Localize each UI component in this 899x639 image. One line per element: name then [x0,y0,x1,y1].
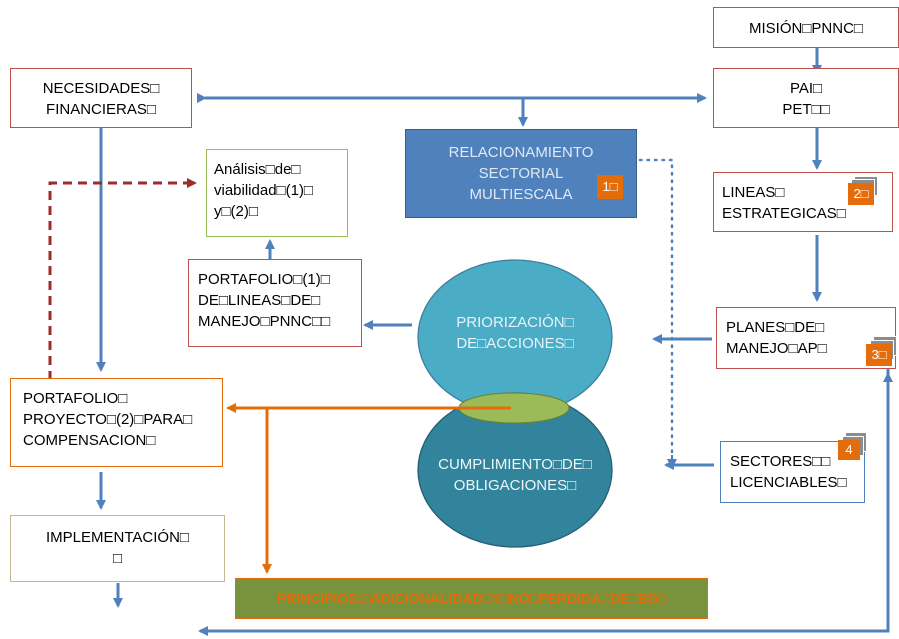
mision-box: MISIÓN□PNNC□ [713,7,899,48]
arrow-feedback-loop [205,368,890,633]
portafolio1-line-3: MANEJO□PNNC□□ [198,313,331,330]
relacionamiento-line-3: MULTIESCALA [469,186,573,203]
relacionamiento-line-2: SECTORIAL [478,165,564,182]
analisis-line-2: viabilidad□(1)□ [214,182,313,199]
orange-arrows [226,403,511,574]
planes-box: PLANES□DE□ MANEJO□AP□ [716,307,896,369]
analisis-box: Análisis□de□ viabilidad□(1)□ y□(2)□ [206,149,348,237]
analisis-line-1: Análisis□de□ [214,161,301,178]
mision-label: MISIÓN□PNNC□ [749,20,863,37]
portafolio1-box: PORTAFOLIO□(1)□ DE□LINEAS□DE□ MANEJO□PNN… [188,259,362,347]
sectores-line-2: LICENCIABLES□ [730,474,847,491]
lineas-line-2: ESTRATEGICAS□ [722,205,846,222]
relacionamiento-box: RELACIONAMIENTO SECTORIAL MULTIESCALA [405,129,637,218]
implementacion-line-1: IMPLEMENTACIÓN□ [46,529,189,546]
badge-1: 1□ [597,175,623,199]
relacionamiento-line-1: RELACIONAMIENTO [448,144,594,161]
implementacion-box: IMPLEMENTACIÓN□ □ [10,515,225,582]
badge-2: 2□ [848,183,874,205]
pai-line-2: PET□□ [782,101,830,118]
pai-box: PAI□ PET□□ [713,68,899,128]
principios-label: PRINCIPIOS:□ADICIONALIDAD□Y□NO□PERDIDA□D… [276,590,667,606]
lineas-box: LINEAS□ ESTRATEGICAS□ [713,172,893,232]
planes-line-2: MANEJO□AP□ [726,340,827,357]
blue-arrows [96,48,893,636]
badge-4: 4 [838,440,860,460]
necesidades-line-1: NECESIDADES□ [42,80,160,97]
portafolio1-line-1: PORTAFOLIO□(1)□ [198,271,330,288]
portafolio1-line-2: DE□LINEAS□DE□ [198,292,321,309]
pai-line-1: PAI□ [789,80,823,97]
portafolio2-line-3: COMPENSACION□ [23,432,156,449]
badge-3: 3□ [866,344,892,366]
principios-box: PRINCIPIOS:□ADICIONALIDAD□Y□NO□PERDIDA□D… [235,578,708,619]
sectores-box: SECTORES□□ LICENCIABLES□ [720,441,865,503]
portafolio2-line-2: PROYECTO□(2)□PARA□ [23,411,193,428]
dashed-feedback [48,178,197,380]
priorizacion-label: PRIORIZACIÓN□ DE□ACCIONES□ [456,314,574,352]
cumplimiento-label: CUMPLIMIENTO□DE□ OBLIGACIONES□ [438,456,592,494]
necesidades-line-2: FINANCIERAS□ [46,101,156,118]
portafolio2-box: PORTAFOLIO□ PROYECTO□(2)□PARA□ COMPENSAC… [10,378,223,467]
sectores-line-1: SECTORES□□ [730,453,831,470]
necesidades-box: NECESIDADES□ FINANCIERAS□ [10,68,192,128]
planes-line-1: PLANES□DE□ [726,319,825,336]
ellipses [417,259,613,548]
dotted-connector [638,158,674,462]
portafolio2-line-1: PORTAFOLIO□ [23,390,128,407]
lineas-line-1: LINEAS□ [722,184,785,201]
implementacion-line-2: □ [112,550,123,567]
analisis-line-3: y□(2)□ [214,203,258,220]
